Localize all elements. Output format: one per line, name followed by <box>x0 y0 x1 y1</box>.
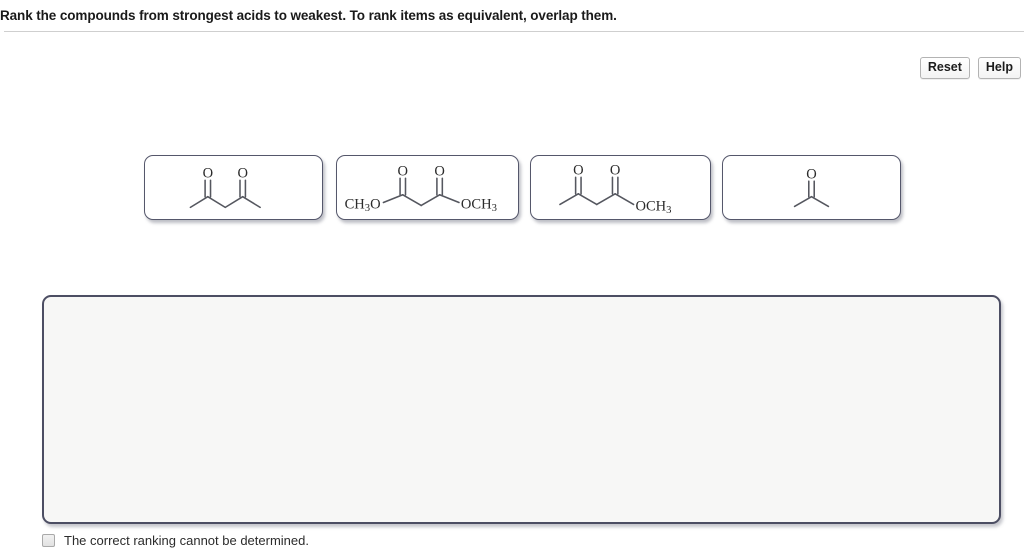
cannot-determine-row: The correct ranking cannot be determined… <box>42 533 309 548</box>
compound-tile-acetylacetone[interactable]: O O <box>144 155 323 220</box>
oxygen-label: O <box>434 163 444 179</box>
compound-tile-acetone[interactable]: O <box>722 155 901 220</box>
reset-button[interactable]: Reset <box>919 57 970 79</box>
toolbar: Reset Help <box>919 57 1021 79</box>
oxygen-label: O <box>398 163 408 179</box>
structure-methyl-acetoacetate: O O OCH3 <box>559 162 672 216</box>
oxygen-label: O <box>610 162 620 178</box>
methoxy-label-right: OCH3 <box>461 196 497 214</box>
methoxy-label: OCH3 <box>636 198 672 216</box>
compound-tray: O O O O CH3O OCH3 <box>0 155 1024 223</box>
cannot-determine-label: The correct ranking cannot be determined… <box>64 533 309 548</box>
oxygen-label: O <box>203 165 213 181</box>
structure-acetone: O <box>793 166 830 208</box>
help-button[interactable]: Help <box>977 57 1021 79</box>
structure-dimethyl-malonate: O O CH3O OCH3 <box>345 163 497 214</box>
prompt-text: Rank the compounds from strongest acids … <box>0 7 617 23</box>
header-divider <box>4 31 1024 32</box>
prompt-bar: Rank the compounds from strongest acids … <box>0 0 1024 31</box>
oxygen-label: O <box>573 162 583 178</box>
compound-tile-dimethyl-malonate[interactable]: O O CH3O OCH3 <box>336 155 519 220</box>
methoxy-label-left: CH3O <box>345 196 381 214</box>
compound-tile-methyl-acetoacetate[interactable]: O O OCH3 <box>530 155 711 220</box>
ranking-drop-zone[interactable] <box>42 295 1001 524</box>
oxygen-label: O <box>237 165 247 181</box>
oxygen-label: O <box>806 166 816 182</box>
structure-acetylacetone: O O <box>189 165 261 209</box>
cannot-determine-checkbox[interactable] <box>42 534 55 547</box>
